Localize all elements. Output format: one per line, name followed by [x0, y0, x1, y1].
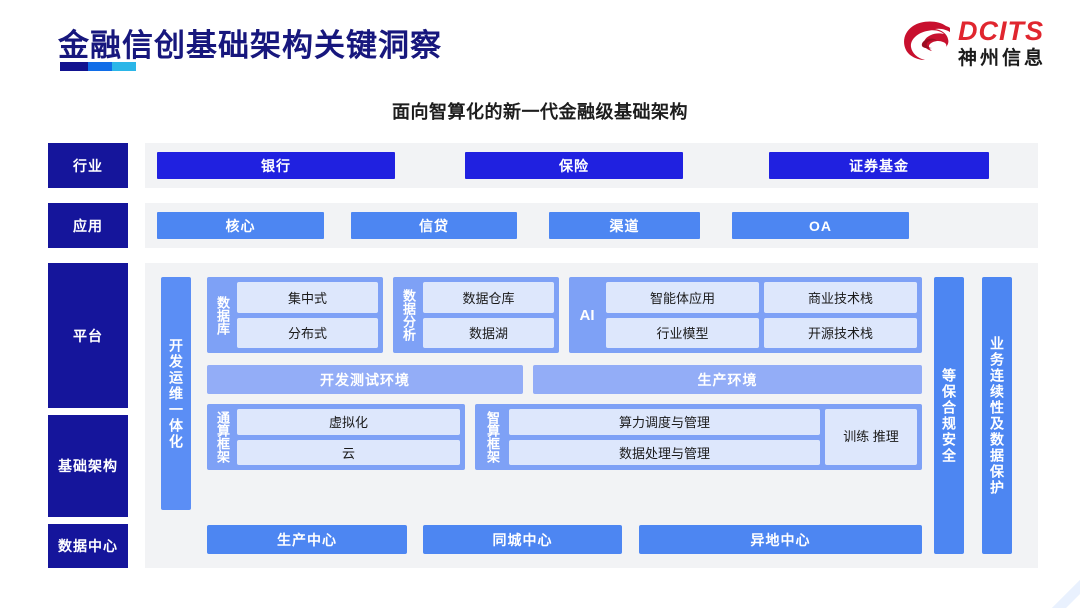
cell-data-processing[interactable]: 数据处理与管理 [509, 439, 820, 465]
logo-cn-text: 神州信息 [957, 48, 1046, 69]
chip-app-credit[interactable]: 信贷 [351, 212, 517, 239]
chip-industry-insurance[interactable]: 保险 [465, 152, 683, 179]
rail-datacenter: 数据中心 [48, 524, 128, 568]
bar-remote-center[interactable]: 异地中心 [639, 525, 922, 554]
bar-metro-center[interactable]: 同城中心 [423, 525, 622, 554]
accent-segment-1 [60, 62, 88, 71]
title-accent-bar [60, 62, 136, 71]
group-general-compute-cells: 虚拟化 云 [237, 409, 460, 465]
stripe-3 [881, 566, 1080, 608]
chip-industry-bank[interactable]: 银行 [157, 152, 395, 179]
accent-segment-3 [112, 62, 136, 71]
chip-app-core[interactable]: 核心 [157, 212, 324, 239]
group-ai-label: AI [579, 306, 595, 324]
cell-compute-scheduling[interactable]: 算力调度与管理 [509, 409, 820, 435]
cell-centralized[interactable]: 集中式 [237, 282, 378, 313]
group-general-compute-framework: 通算框架 虚拟化 云 [207, 404, 465, 470]
accent-segment-2 [88, 62, 112, 71]
cell-industry-model[interactable]: 行业模型 [606, 317, 759, 348]
band-application: 核心 信贷 渠道 OA [145, 203, 1038, 248]
cell-cloud[interactable]: 云 [237, 439, 460, 465]
group-database: 数据库 集中式 分布式 [207, 277, 383, 353]
dcits-logo: DCITS 神州信息 [902, 18, 1046, 68]
group-data-analysis-cells: 数据仓库 数据湖 [423, 282, 554, 348]
rail-industry: 行业 [48, 143, 128, 188]
platform-inner-area: 数据库 集中式 分布式 数据分析 数据仓库 数据湖 AI 智能体应用 [207, 277, 922, 554]
bar-production-environment[interactable]: 生产环境 [533, 365, 922, 394]
column-devops: 开发运维一体化 [161, 277, 191, 510]
column-compliance-security: 等保合规安全 [934, 277, 964, 554]
rail-infrastructure: 基础架构 [48, 415, 128, 517]
chip-app-channel[interactable]: 渠道 [549, 212, 700, 239]
band-platform-stack: 开发运维一体化 等保合规安全 业务连续性及数据保护 数据库 集中式 分布式 数据… [145, 263, 1038, 568]
group-smart-compute-framework: 智算框架 算力调度与管理 数据处理与管理 训练 推理 [475, 404, 922, 470]
stripe-2 [901, 586, 1080, 608]
cell-opensource-stack[interactable]: 开源技术栈 [764, 317, 917, 348]
subtitle: 面向智算化的新一代金融级基础架构 [392, 102, 688, 122]
group-ai: AI 智能体应用 商业技术栈 行业模型 开源技术栈 [569, 277, 922, 353]
group-data-analysis-label: 数据分析 [401, 289, 417, 341]
bar-dev-test-environment[interactable]: 开发测试环境 [207, 365, 523, 394]
architecture-diagram: 行业 应用 平台 基础架构 数据中心 银行 保险 证券基金 核心 信贷 渠道 O… [48, 143, 1038, 568]
group-data-analysis: 数据分析 数据仓库 数据湖 [393, 277, 559, 353]
group-smart-compute-label: 智算框架 [485, 411, 501, 463]
industry-chip-row: 银行 保险 证券基金 [145, 143, 1038, 188]
group-database-label: 数据库 [215, 295, 231, 335]
chip-industry-securities[interactable]: 证券基金 [769, 152, 989, 179]
group-general-compute-label: 通算框架 [215, 411, 231, 463]
group-ai-cells: 智能体应用 商业技术栈 行业模型 开源技术栈 [606, 282, 917, 348]
group-database-cells: 集中式 分布式 [237, 282, 378, 348]
rail-application: 应用 [48, 203, 128, 248]
logo-en-text: DCITS [957, 16, 1044, 46]
cell-agent-application[interactable]: 智能体应用 [606, 282, 759, 313]
page-title: 金融信创基础架构关键洞察 [58, 28, 442, 63]
rail-platform: 平台 [48, 263, 128, 408]
application-chip-row: 核心 信贷 渠道 OA [145, 203, 1038, 248]
dcits-swirl-icon [904, 21, 950, 60]
cell-commercial-stack[interactable]: 商业技术栈 [764, 282, 917, 313]
band-industry: 银行 保险 证券基金 [145, 143, 1038, 188]
cell-data-lake[interactable]: 数据湖 [423, 317, 554, 348]
column-business-continuity: 业务连续性及数据保护 [982, 277, 1012, 554]
group-smart-compute-cells: 算力调度与管理 数据处理与管理 [509, 409, 820, 465]
cell-data-warehouse[interactable]: 数据仓库 [423, 282, 554, 313]
cell-virtualization[interactable]: 虚拟化 [237, 409, 460, 435]
cell-train-inference[interactable]: 训练 推理 [825, 409, 917, 465]
bar-production-center[interactable]: 生产中心 [207, 525, 407, 554]
cell-distributed[interactable]: 分布式 [237, 317, 378, 348]
chip-app-oa[interactable]: OA [732, 212, 909, 239]
